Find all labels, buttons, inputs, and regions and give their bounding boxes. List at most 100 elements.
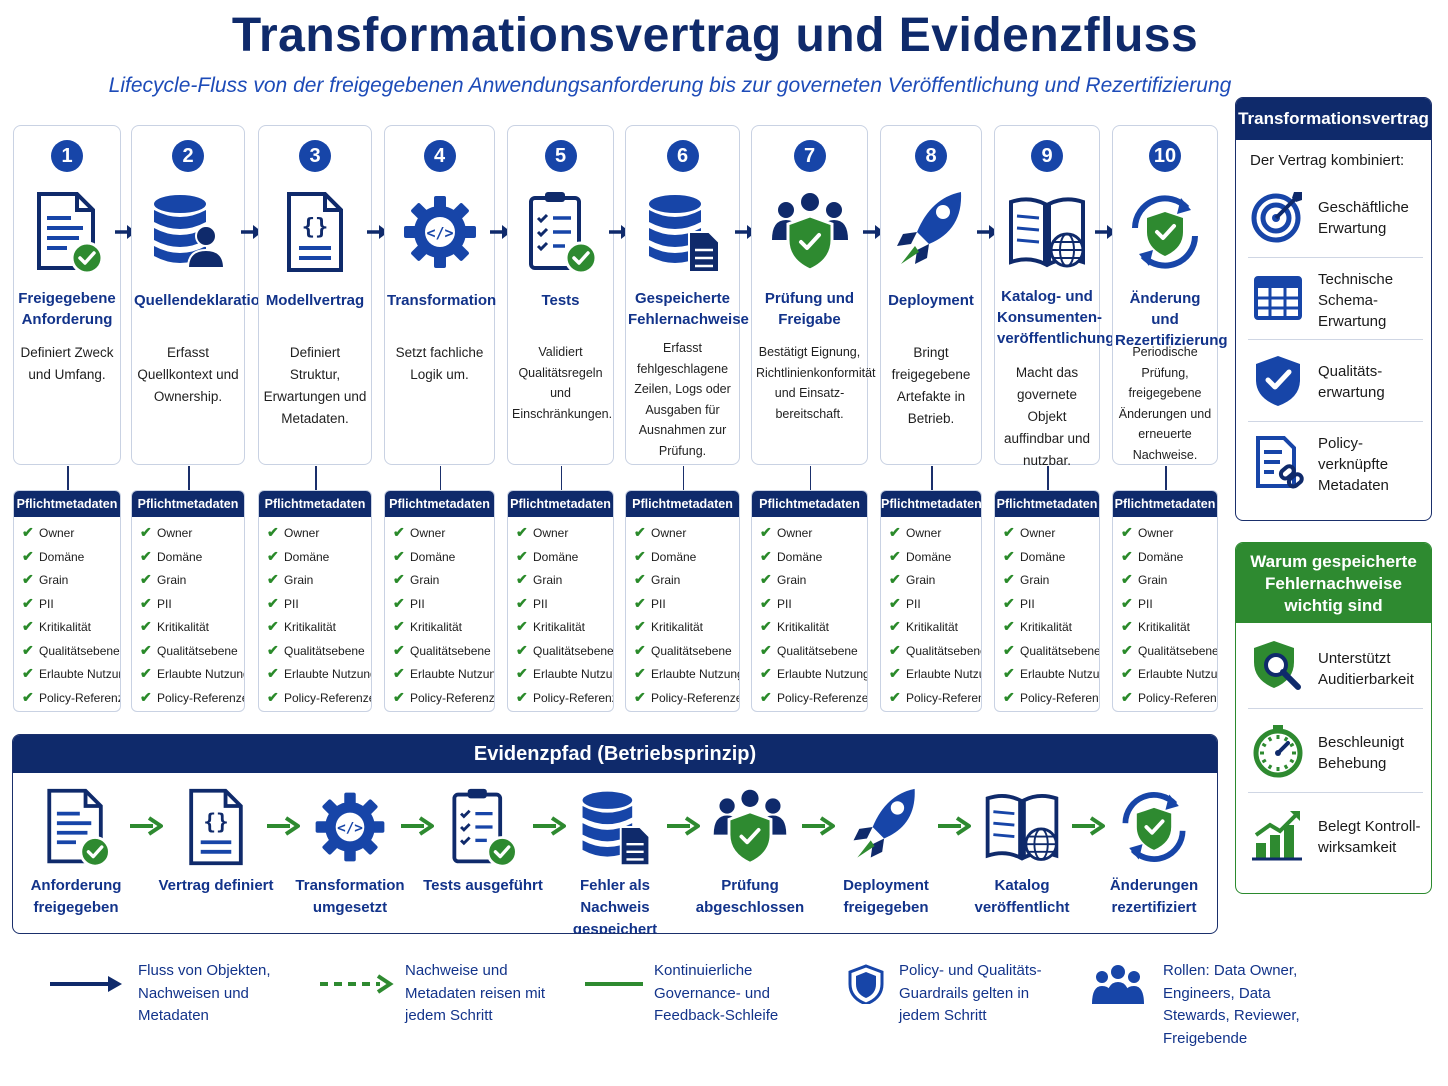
check-icon: ✔ bbox=[760, 524, 772, 540]
check-icon: ✔ bbox=[267, 571, 279, 587]
connector-line bbox=[67, 466, 69, 490]
metadata-item: ✔ Owner bbox=[1003, 521, 1099, 545]
metadata-label: Domäne bbox=[157, 549, 203, 564]
checklist-icon bbox=[443, 785, 523, 869]
step-number: 3 bbox=[299, 140, 331, 172]
evidence-step-label: Vertrag definiert bbox=[158, 877, 274, 894]
contract-panel-header: Transformationsvertrag bbox=[1236, 98, 1431, 140]
metadata-label: Erlaubte Nutzung bbox=[777, 667, 868, 681]
metadata-header: Pflichtmetadaten bbox=[385, 491, 494, 517]
metadata-label: Erlaubte Nutzung bbox=[533, 667, 613, 681]
metadata-label: PII bbox=[651, 596, 666, 611]
check-icon: ✔ bbox=[393, 665, 405, 681]
check-icon: ✔ bbox=[140, 571, 152, 587]
metadata-item: ✔Erlaubte Nutzung bbox=[267, 662, 371, 686]
metadata-label: Policy-Referenzen bbox=[157, 690, 244, 705]
check-icon: ✔ bbox=[393, 641, 405, 658]
metadata-item: ✔Kritikalität bbox=[634, 615, 739, 639]
svg-text:{}: {} bbox=[302, 215, 329, 240]
metadata-item: ✔Domäne bbox=[1003, 545, 1099, 569]
metadata-item: ✔Kritikalität bbox=[393, 615, 494, 639]
metadata-label: Qualitätsebene bbox=[410, 643, 491, 658]
legend-label: Rollen: Data Owner, Engineers, Data Stew… bbox=[1163, 962, 1300, 1047]
evidence-arrow bbox=[532, 815, 566, 837]
check-icon: ✔ bbox=[393, 571, 405, 587]
evidence-step-label: Transformation umgesetzt bbox=[295, 877, 405, 916]
metadata-item: ✔Policy-Referenzen bbox=[516, 686, 613, 710]
legend-item: Rollen: Data Owner, Engineers, Data Stew… bbox=[1092, 960, 1333, 1047]
metadata-label: Kritikalität bbox=[39, 620, 92, 634]
step-number: 5 bbox=[544, 140, 577, 172]
flow-arrow bbox=[366, 222, 390, 242]
metadata-item: ✔PII bbox=[393, 592, 494, 616]
metadata-item: ✔Grain bbox=[140, 568, 244, 592]
step-number: 10 bbox=[1149, 140, 1181, 172]
evidence-step: Tests ausgeführt bbox=[418, 785, 548, 897]
metadata-item: ✔Kritikalität bbox=[516, 615, 613, 639]
step-title: Modellvertrag bbox=[265, 292, 365, 309]
required-metadata-box: Pflichtmetadaten✔Owner✔Domäne✔Grain✔PII✔… bbox=[13, 490, 121, 712]
metadata-label: Policy-Referenzen bbox=[906, 690, 981, 705]
check-icon: ✔ bbox=[889, 547, 901, 564]
metadata-item: ✔Kritikalität bbox=[22, 615, 120, 639]
required-metadata-box: Pflichtmetadaten✔Owner✔Domäne✔Grain✔PII✔… bbox=[507, 490, 614, 712]
document-check-icon bbox=[36, 785, 116, 869]
contract-item: Policy-verknüpfte Metadaten bbox=[1248, 424, 1423, 504]
legend-label: Fluss von Objekten, Nachweisen und Metad… bbox=[138, 962, 271, 1024]
metadata-label: PII bbox=[157, 596, 172, 611]
metadata-item: ✔Owner bbox=[760, 521, 867, 545]
metadata-label: Qualitätsebene bbox=[777, 643, 858, 658]
contract-item-label: Policy-verknüpfte Metadaten bbox=[1318, 434, 1389, 494]
metadata-label: Policy-Referenzen bbox=[284, 690, 371, 705]
legend-green-line bbox=[583, 964, 663, 1004]
metadata-label: Erlaubte Nutzung bbox=[906, 667, 981, 681]
metadata-label: Domäne bbox=[777, 549, 823, 564]
metadata-header: Pflichtmetadaten bbox=[881, 491, 981, 517]
metadata-label: Domäne bbox=[1138, 549, 1184, 564]
evidence-step: Anforderung freigegeben bbox=[13, 785, 141, 919]
step-number: 6 bbox=[666, 140, 699, 172]
why-panel: Warum gespeicherte Fehlernachweise wicht… bbox=[1235, 542, 1432, 894]
flow-arrow bbox=[862, 222, 886, 242]
step-number: 8 bbox=[915, 140, 947, 172]
metadata-label: Domäne bbox=[651, 549, 697, 564]
check-icon: ✔ bbox=[634, 618, 646, 634]
step-title: Quellendeklaration bbox=[134, 292, 270, 309]
metadata-item: ✔Qualitätsebene bbox=[1121, 639, 1217, 663]
required-metadata-box: Pflichtmetadaten✔Owner✔Domäne✔Grain✔PII✔… bbox=[384, 490, 495, 712]
metadata-item: ✔Kritikalität bbox=[889, 615, 981, 639]
check-icon: ✔ bbox=[1003, 618, 1015, 634]
contract-panel-intro: Der Vertrag kombiniert: bbox=[1250, 152, 1405, 169]
connector-line bbox=[1047, 466, 1049, 490]
shield-search-icon bbox=[1250, 639, 1306, 695]
metadata-label: Erlaubte Nutzung bbox=[157, 667, 245, 681]
check-icon: ✔ bbox=[760, 665, 772, 681]
metadata-item: ✔Grain bbox=[393, 568, 494, 592]
metadata-label: Domäne bbox=[284, 549, 330, 564]
metadata-item: ✔ Erlaubte Nutzung bbox=[760, 662, 867, 686]
check-icon: ✔ bbox=[634, 665, 646, 681]
contract-item-label: Geschäftliche Erwartung bbox=[1318, 199, 1409, 237]
target-icon bbox=[1250, 188, 1306, 244]
evidence-step: Deployment freigegeben bbox=[821, 785, 951, 919]
check-icon: ✔ bbox=[516, 665, 528, 681]
check-icon: ✔ bbox=[516, 594, 528, 611]
metadata-item: ✔PII bbox=[634, 592, 739, 616]
svg-text:{}: {} bbox=[203, 810, 228, 834]
metadata-item: ✔ Qualitätsebene bbox=[393, 639, 494, 663]
legend-item: Nachweise und Metadaten reisen mit jedem… bbox=[318, 960, 575, 1040]
metadata-item: ✔Domäne bbox=[634, 545, 739, 569]
metadata-label: Policy-Referenzen bbox=[39, 690, 120, 705]
metadata-label: Grain bbox=[284, 573, 314, 587]
check-icon: ✔ bbox=[1003, 524, 1015, 540]
metadata-label: Owner bbox=[1020, 526, 1056, 540]
check-icon: ✔ bbox=[22, 665, 34, 681]
metadata-label: Domäne bbox=[533, 549, 579, 564]
metadata-label: Policy-Referenzen bbox=[651, 690, 740, 705]
why-panel-header: Warum gespeicherte Fehlernachweise wicht… bbox=[1236, 543, 1431, 623]
metadata-label: Policy-Referenzen bbox=[533, 690, 613, 705]
check-icon: ✔ bbox=[1121, 665, 1133, 681]
evidence-arrow bbox=[1071, 815, 1105, 837]
